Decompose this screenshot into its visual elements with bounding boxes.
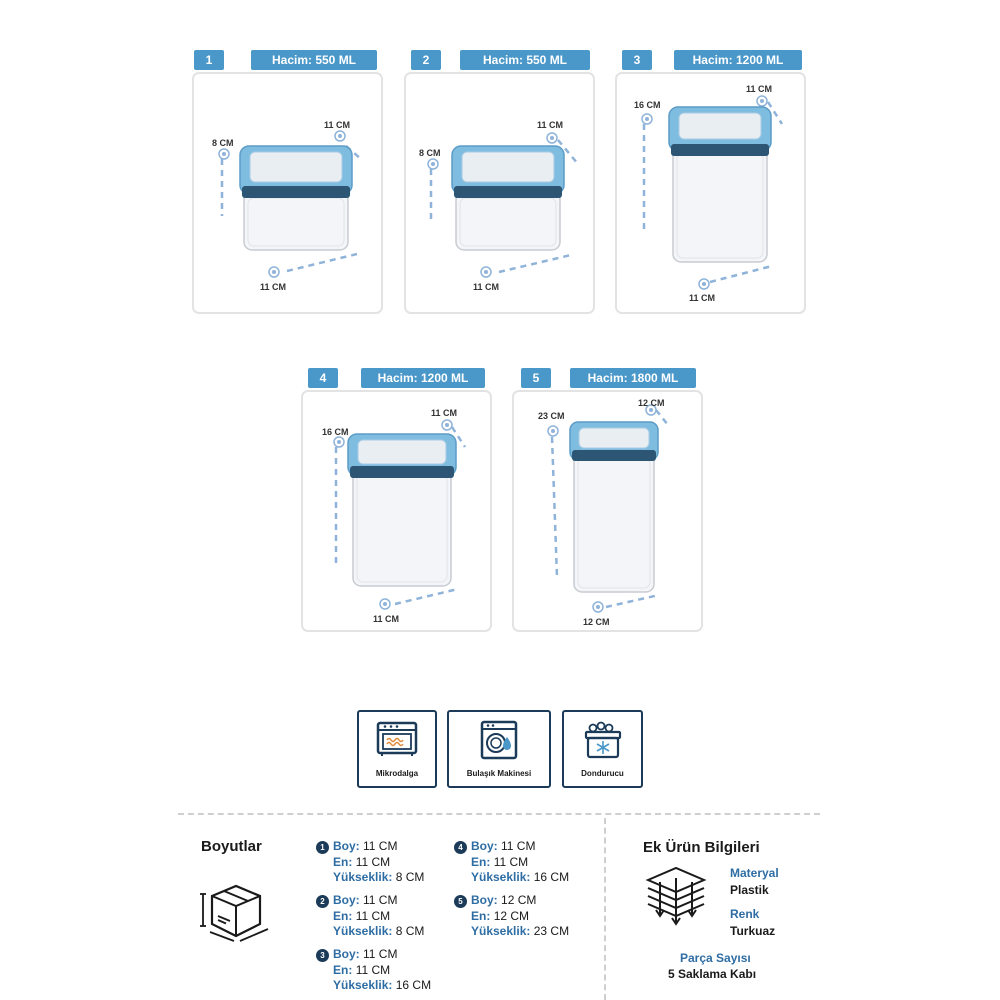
spec-value: 16 CM bbox=[533, 870, 570, 884]
spec-value: 16 CM bbox=[395, 978, 432, 992]
spec-key: Boy: bbox=[333, 839, 360, 853]
feature-label: Mikrodalga bbox=[375, 769, 419, 778]
dimensions-title: Boyutlar bbox=[201, 838, 262, 855]
material-label: Materyal bbox=[730, 866, 779, 880]
spec-number-badge: 2 bbox=[316, 895, 329, 908]
height-label: 8 CM bbox=[212, 138, 234, 148]
spec-key: Yükseklik: bbox=[471, 870, 531, 884]
feature-microwave: Mikrodalga bbox=[357, 710, 437, 788]
width-label: 11 CM bbox=[473, 282, 500, 292]
spec-key: En: bbox=[333, 908, 353, 923]
parts-value: 5 Saklama Kabı bbox=[668, 967, 757, 981]
depth-label: 11 CM bbox=[746, 84, 773, 94]
depth-label: 12 CM bbox=[638, 398, 665, 408]
color-value: Turkuaz bbox=[730, 924, 776, 938]
spec-key: En: bbox=[333, 962, 353, 977]
container-image-card: 8 CM 11 CM 11 CM bbox=[192, 72, 383, 314]
container-image-card: 16 CM 11 CM 11 CM bbox=[301, 390, 492, 632]
depth-label: 11 CM bbox=[324, 120, 351, 130]
spec-block-4: Boy: 11 CM En: 11 CM Yükseklik: 16 CM bbox=[471, 839, 569, 886]
spec-key: Boy: bbox=[333, 893, 360, 907]
feature-label: Bulaşık Makinesi bbox=[466, 769, 532, 778]
feature-freezer: Dondurucu bbox=[562, 710, 643, 788]
width-label: 11 CM bbox=[373, 614, 400, 624]
volume-label: Hacim: 1200 ML bbox=[674, 50, 802, 70]
spec-value: 11 CM bbox=[493, 854, 529, 869]
card-number-badge: 2 bbox=[411, 50, 441, 70]
freezer-icon bbox=[584, 721, 621, 759]
parts-label: Parça Sayısı bbox=[680, 951, 751, 965]
container-image-card: 16 CM 11 CM 11 CM bbox=[615, 72, 806, 314]
spec-value: 11 CM bbox=[355, 962, 391, 977]
spec-value: 11 CM bbox=[501, 839, 536, 853]
container-illustration bbox=[547, 404, 669, 613]
spec-block-5: Boy: 12 CM En: 12 CM Yükseklik: 23 CM bbox=[471, 893, 569, 940]
spec-key: En: bbox=[333, 854, 353, 869]
spec-key: En: bbox=[471, 908, 491, 923]
spec-value: 12 CM bbox=[493, 908, 530, 923]
volume-label: Hacim: 550 ML bbox=[460, 50, 590, 70]
spec-key: Boy: bbox=[333, 947, 360, 961]
volume-label: Hacim: 1200 ML bbox=[361, 368, 485, 388]
spec-value: 11 CM bbox=[363, 839, 398, 853]
spec-block-3: Boy: 11 CM En: 11 CM Yükseklik: 16 CM bbox=[333, 947, 431, 994]
spec-value: 12 CM bbox=[501, 893, 537, 907]
container-image-card: 8 CM 11 CM 11 CM bbox=[404, 72, 595, 314]
width-label: 12 CM bbox=[583, 617, 610, 627]
card-number-badge: 3 bbox=[622, 50, 652, 70]
card-number-badge: 1 bbox=[194, 50, 224, 70]
feature-label: Dondurucu bbox=[581, 769, 624, 778]
spec-number-badge: 3 bbox=[316, 949, 329, 962]
spec-value: 11 CM bbox=[363, 947, 398, 961]
extra-info-title: Ek Ürün Bilgileri bbox=[643, 839, 760, 856]
card-number-badge: 5 bbox=[521, 368, 551, 388]
volume-label: Hacim: 550 ML bbox=[251, 50, 377, 70]
spec-value: 23 CM bbox=[533, 924, 570, 938]
spec-key: Yükseklik: bbox=[471, 924, 531, 938]
height-label: 16 CM bbox=[322, 427, 349, 437]
width-label: 11 CM bbox=[689, 293, 716, 303]
height-label: 16 CM bbox=[634, 100, 661, 110]
spec-value: 11 CM bbox=[363, 893, 398, 907]
depth-label: 11 CM bbox=[537, 120, 564, 130]
spec-block-2: Boy: 11 CM En: 11 CM Yükseklik: 8 CM bbox=[333, 893, 424, 940]
spec-number-badge: 1 bbox=[316, 841, 329, 854]
spec-number-badge: 4 bbox=[454, 841, 467, 854]
material-layers-icon bbox=[645, 866, 707, 926]
spec-value: 8 CM bbox=[395, 870, 425, 884]
container-illustration bbox=[218, 130, 362, 278]
height-label: 8 CM bbox=[419, 148, 441, 158]
spec-key: Boy: bbox=[471, 839, 498, 853]
material-value: Plastik bbox=[730, 883, 769, 897]
container-illustration bbox=[333, 419, 467, 610]
column-divider bbox=[604, 818, 606, 1000]
dishwasher-icon bbox=[480, 720, 518, 760]
color-label: Renk bbox=[730, 907, 760, 921]
spec-key: Boy: bbox=[471, 893, 498, 907]
volume-label: Hacim: 1800 ML bbox=[570, 368, 696, 388]
card-number-badge: 4 bbox=[308, 368, 338, 388]
spec-value: 8 CM bbox=[395, 924, 425, 938]
height-label: 23 CM bbox=[538, 411, 565, 421]
spec-block-1: Boy: 11 CM En: 11 CM Yükseklik: 8 CM bbox=[333, 839, 424, 886]
spec-key: Yükseklik: bbox=[333, 870, 393, 884]
container-illustration bbox=[641, 95, 784, 290]
feature-dishwasher: Bulaşık Makinesi bbox=[447, 710, 551, 788]
microwave-icon bbox=[376, 721, 418, 756]
spec-key: En: bbox=[471, 854, 491, 869]
width-label: 11 CM bbox=[260, 282, 287, 292]
spec-key: Yükseklik: bbox=[333, 978, 393, 992]
spec-value: 11 CM bbox=[355, 854, 391, 869]
package-box-icon bbox=[200, 884, 269, 942]
container-image-card: 23 CM 12 CM 12 CM bbox=[512, 390, 703, 632]
spec-number-badge: 5 bbox=[454, 895, 467, 908]
container-illustration bbox=[427, 132, 579, 278]
depth-label: 11 CM bbox=[431, 408, 458, 418]
spec-value: 11 CM bbox=[355, 908, 391, 923]
spec-key: Yükseklik: bbox=[333, 924, 393, 938]
section-divider bbox=[178, 813, 820, 815]
